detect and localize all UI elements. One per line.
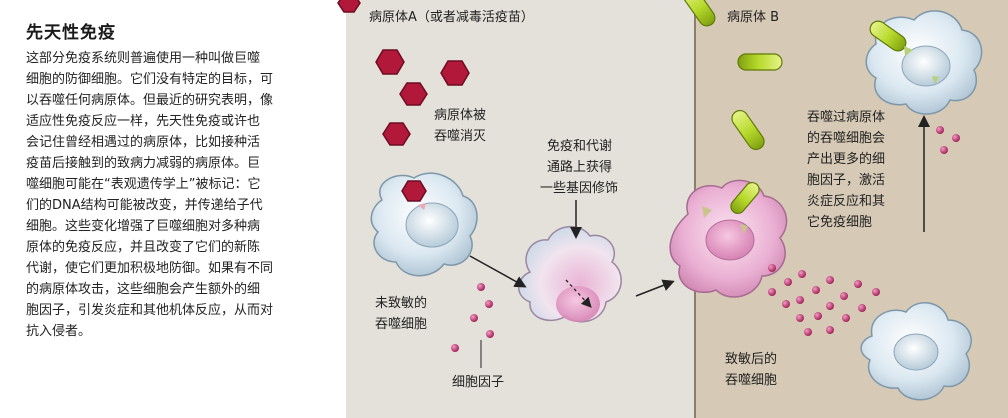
body-line: 原体的免疫反应，并且改变了它们的新陈 bbox=[26, 240, 261, 255]
modified-macrophage bbox=[518, 226, 622, 323]
label-pathogen-b: 病原体 B bbox=[727, 10, 779, 25]
body-line: 们的DNA结构可能被改变，并传递给子代 bbox=[26, 198, 263, 213]
label-sensitized-line: 吞噬细胞 bbox=[725, 373, 777, 388]
body-line: 会记住曾经相遇过的病原体，比如接种活 bbox=[26, 135, 261, 150]
arrow-right bbox=[469, 255, 527, 288]
sidebar-title: 先天性免疫 bbox=[26, 23, 116, 43]
label-unsensitized-line: 吞噬细胞 bbox=[375, 317, 427, 332]
label-produces-line: 吞噬过病原体 bbox=[807, 110, 885, 125]
body-line: 细胞的防御细胞。它们没有特定的目标，可 bbox=[26, 72, 274, 87]
label-produces-line: 炎症反应和其 bbox=[807, 193, 885, 209]
body-line: 细胞。这些变化增强了巨噬细胞对多种病 bbox=[26, 219, 261, 234]
label-produces-line: 的吞噬细胞会 bbox=[807, 130, 885, 146]
label-modification-line: 免疫和代谢 bbox=[547, 138, 612, 154]
label-produces-line: 产出更多的细 bbox=[807, 151, 885, 167]
label-modification-line: 通路上获得 bbox=[547, 159, 612, 175]
pathogen-a-hexagon bbox=[440, 60, 470, 86]
label-pathogen-a: 病原体A（或者减毒活疫苗） bbox=[369, 9, 534, 25]
unsensitized-macrophage bbox=[370, 172, 478, 277]
body-line: 代谢，使它们更加积极地防御。如果有不同 bbox=[26, 261, 274, 276]
pathogen-b-rod bbox=[731, 109, 765, 151]
pathogen-a-hexagon bbox=[399, 82, 428, 106]
sidebar-body: 这部分免疫系统则普遍使用一种叫做巨噬 细胞的防御细胞。它们没有特定的目标，可 以… bbox=[26, 48, 336, 342]
engulfing-macrophage bbox=[865, 10, 983, 115]
label-modification-line: 一些基因修饰 bbox=[540, 181, 618, 196]
label-produces-line: 它免疫细胞 bbox=[807, 214, 872, 230]
label-destroyed-line: 病原体被 bbox=[434, 108, 486, 123]
pathogen-a-hexagon bbox=[337, 0, 361, 13]
pathogen-a-hexagon bbox=[382, 122, 411, 146]
label-cytokines: 细胞因子 bbox=[452, 375, 504, 390]
label-produces-line: 胞因子，激活 bbox=[807, 173, 885, 188]
label-unsensitized-line: 未致敏的 bbox=[375, 295, 427, 311]
sidebar: 先天性免疫 这部分免疫系统则普遍使用一种叫做巨噬 细胞的防御细胞。它们没有特定的… bbox=[0, 0, 346, 418]
body-line: 这部分免疫系统则普遍使用一种叫做巨噬 bbox=[26, 51, 261, 66]
arrow-to-sensitized bbox=[635, 279, 675, 297]
cytokine-dots-right bbox=[768, 126, 960, 336]
label-destroyed-line: 吞噬消灭 bbox=[434, 129, 486, 144]
pathogen-b-rod bbox=[682, 0, 716, 27]
body-line: 以吞噬任何病原体。但最近的研究表明，像 bbox=[26, 93, 274, 108]
activated-macrophage bbox=[860, 302, 972, 401]
label-sensitized-line: 致敏后的 bbox=[725, 351, 777, 367]
sensitized-macrophage bbox=[669, 179, 788, 298]
body-line: 抗入侵者。 bbox=[26, 324, 92, 339]
cytokine-dots-left bbox=[451, 283, 494, 368]
body-line: 疫苗后接触到的致病力减弱的病原体。巨 bbox=[26, 156, 261, 171]
body-line: 适应性免疫反应一样，先天性免疫或许也 bbox=[26, 114, 261, 129]
pathogen-b-rod bbox=[737, 53, 783, 71]
body-line: 噬细胞可能在“表观遗传学上”被标记：它 bbox=[26, 177, 261, 192]
body-line: 胞因子，引发炎症和其他机体反应，从而对 bbox=[26, 303, 274, 318]
pathogen-a-hexagon bbox=[375, 49, 405, 75]
body-line: 的病原体攻击，这些细胞会产生额外的细 bbox=[26, 282, 261, 297]
